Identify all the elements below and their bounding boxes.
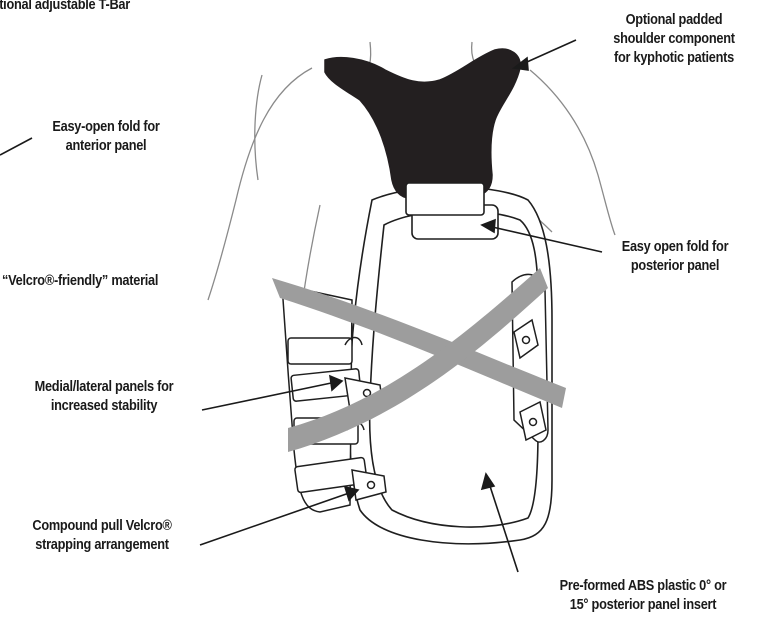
label-medial-line-1: Medial/lateral panels for <box>16 378 192 397</box>
label-velcro-material: “Velcro®-friendly” material <box>2 272 158 291</box>
label-posterior-fold: Easy open fold for posterior panel <box>596 238 754 276</box>
label-abs-line-1: Pre-formed ABS plastic 0° or <box>533 577 753 596</box>
label-compound-line-2: strapping arrangement <box>14 536 190 555</box>
label-compound-line-1: Compound pull Velcro® <box>14 517 190 536</box>
label-shoulder-line-3: for kyphotic patients <box>586 49 762 68</box>
label-t-bar-line: Optional adjustable T-Bar <box>0 0 130 15</box>
label-shoulder-line-2: shoulder component <box>586 30 762 49</box>
label-t-bar: Optional adjustable T-Bar <box>0 0 130 15</box>
label-anterior-fold: Easy-open fold for anterior panel <box>18 118 194 156</box>
label-anterior-line-2: anterior panel <box>18 137 194 156</box>
label-posterior-line-2: posterior panel <box>596 257 754 276</box>
label-posterior-line-1: Easy open fold for <box>596 238 754 257</box>
label-abs-line-2: 15° posterior panel insert <box>533 596 753 615</box>
label-medial-lateral: Medial/lateral panels for increased stab… <box>16 378 192 416</box>
label-anterior-line-1: Easy-open fold for <box>18 118 194 137</box>
label-compound-pull: Compound pull Velcro® strapping arrangem… <box>14 517 190 555</box>
label-medial-line-2: increased stability <box>16 397 192 416</box>
label-velcro-material-line: “Velcro®-friendly” material <box>2 272 158 291</box>
label-shoulder-line-1: Optional padded <box>586 11 762 30</box>
label-shoulder-component: Optional padded shoulder component for k… <box>586 11 762 68</box>
label-abs-panel: Pre-formed ABS plastic 0° or 15° posteri… <box>533 577 753 615</box>
